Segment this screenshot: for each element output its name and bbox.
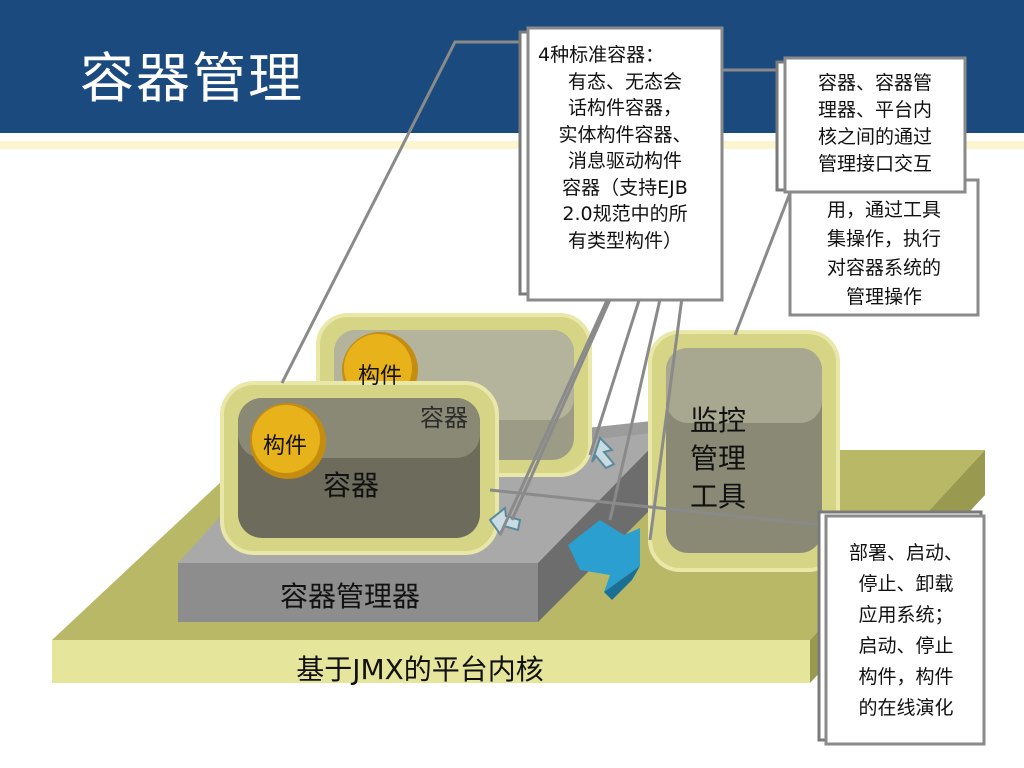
- callout-line: 集操作，执行: [826, 228, 941, 250]
- callout-line: 理器、平台内: [817, 99, 932, 121]
- callout-line: 管理接口交互: [817, 153, 932, 175]
- monitor-label-line: 工具: [690, 480, 747, 513]
- callout-line: 实体构件容器、: [558, 123, 692, 146]
- callout-line: 应用系统；: [858, 604, 954, 626]
- monitor-label-line: 管理: [690, 442, 747, 475]
- callout-line: 有类型构件）: [567, 229, 682, 252]
- header-accent-stripe: [0, 141, 1024, 149]
- callout-line: 构件，构件: [858, 666, 954, 688]
- callout-box-interaction: [775, 56, 980, 317]
- monitor-label-line: 监控: [690, 404, 747, 437]
- callout-line: 容器、容器管: [817, 72, 932, 94]
- component-front-label: 构件: [262, 434, 307, 459]
- callout-containers-text: 4种标准容器： 有态、无态会 话构件容器， 实体构件容器、 消息驱动构件 容器（…: [532, 42, 718, 254]
- callout-line: 停止、卸载: [858, 573, 954, 595]
- callout-line: 有态、无态会: [567, 70, 682, 93]
- callout-line: 的在线演化: [858, 697, 954, 719]
- callout-interaction-top-text: 容器、容器管 理器、平台内 核之间的通过 管理接口交互: [787, 70, 963, 178]
- blue-management-arrow: [568, 520, 640, 600]
- callout-line: 容器（支持EJB: [562, 176, 688, 199]
- container-front-label: 容器: [322, 469, 379, 502]
- callout-deploy-text: 部署、启动、 停止、卸载 应用系统； 启动、停止 构件，构件 的在线演化: [828, 538, 984, 724]
- callout-box-containers: [518, 26, 724, 302]
- callout-line: 核之间的通过: [817, 126, 932, 148]
- callout-line: 管理操作: [845, 286, 922, 308]
- callout-line: 消息驱动构件: [567, 150, 682, 172]
- component-back-label: 构件: [357, 364, 402, 389]
- callout-line: 部署、启动、: [848, 542, 963, 564]
- callout-box-deploy: [817, 510, 986, 746]
- callout-line: 4种标准容器：: [538, 44, 665, 66]
- callout-line: 对容器系统的: [826, 257, 941, 279]
- component-coin-front: [250, 403, 326, 479]
- callout-line: 启动、停止: [858, 635, 954, 657]
- container-back-label: 容器: [420, 404, 468, 432]
- platform-label: 基于JMX的平台内核: [296, 653, 544, 686]
- callout-line: 话构件容器，: [567, 97, 682, 119]
- callout-line: 用，通过工具: [826, 199, 941, 221]
- container-manager-label: 容器管理器: [279, 580, 420, 613]
- interface-arrow-right: [591, 436, 616, 470]
- callout-line: 2.0规范中的所: [562, 203, 688, 225]
- monitor-tool-label: 监控 管理 工具: [690, 402, 780, 516]
- page-title: 容器管理: [80, 47, 304, 110]
- header-divider: [0, 133, 1024, 141]
- callout-interaction-bottom-text: 用，通过工具 集操作，执行 对容器系统的 管理操作: [792, 199, 976, 312]
